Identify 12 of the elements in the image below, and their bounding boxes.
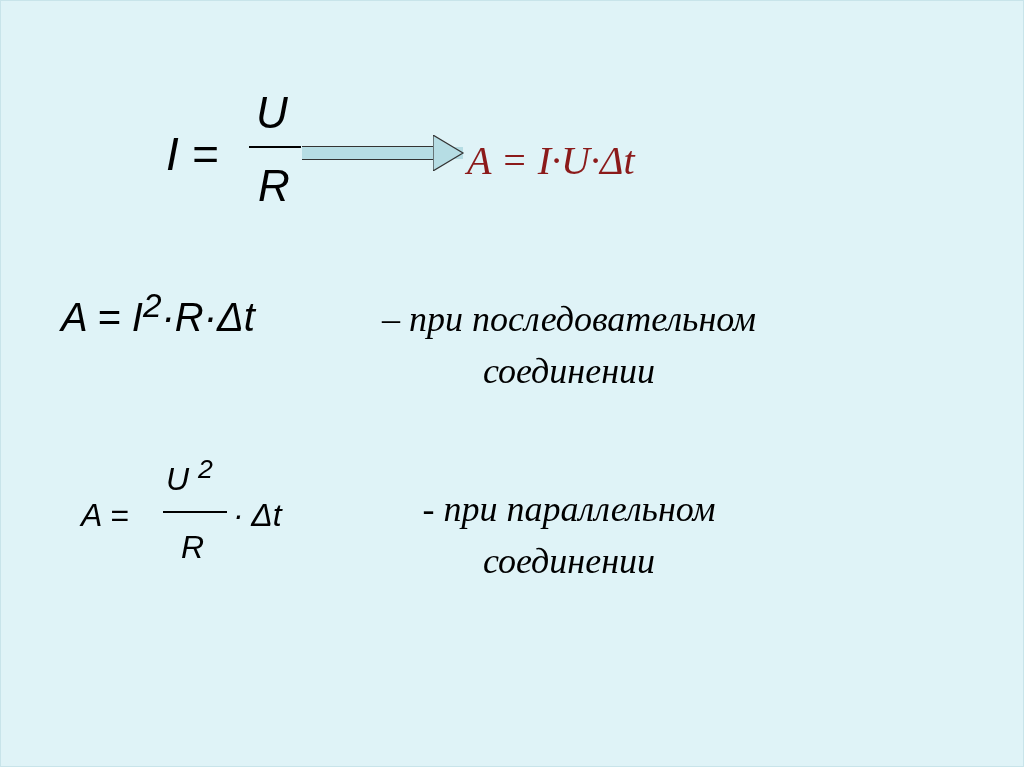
- numerator: U: [256, 91, 288, 135]
- numerator: U $^{2}$: [166, 456, 213, 495]
- arrow: [302, 134, 464, 172]
- note-text: – при последовательном соединении: [380, 298, 757, 394]
- formula-text: A =: [81, 499, 129, 531]
- formula-text: A = I$^{2}$·R·Δt: [61, 289, 255, 338]
- formula-text: · Δt: [233, 499, 282, 531]
- denominator: R: [181, 531, 205, 563]
- formula-text: A = I·U·Δt: [467, 141, 635, 181]
- note-text: - при параллельном соединении: [421, 488, 717, 584]
- denominator: R: [258, 164, 290, 208]
- formula-text: I =: [166, 131, 219, 177]
